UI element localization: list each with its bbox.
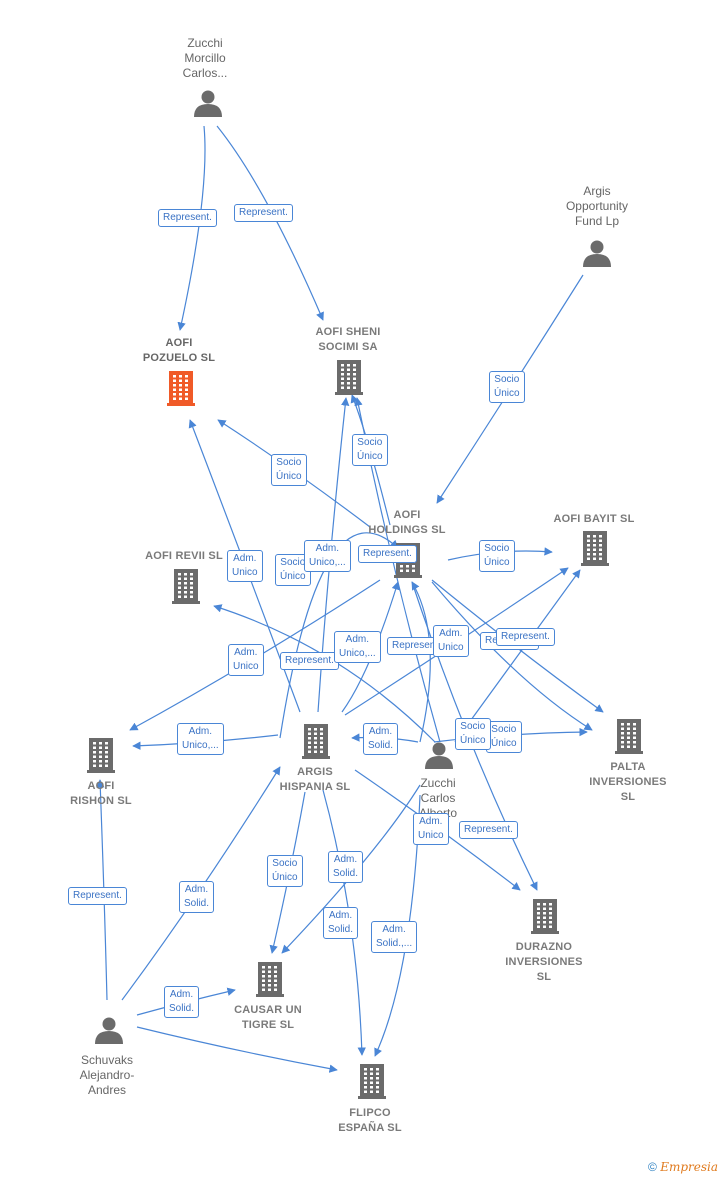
person-icon[interactable] (194, 90, 222, 118)
edge-label[interactable]: Adm.Unico,... (177, 723, 224, 755)
building-icon[interactable] (87, 738, 115, 773)
person-icon[interactable] (425, 742, 453, 770)
brand-name: Empresia (660, 1160, 718, 1174)
relation-edge (216, 125, 324, 321)
building-icon[interactable] (302, 724, 330, 759)
edge-label[interactable]: Represent. (387, 637, 446, 655)
edge-label[interactable]: Adm.Unico (413, 813, 449, 845)
relation-edge (136, 1026, 338, 1073)
edge-label[interactable]: Represent. (68, 887, 127, 905)
building-icon[interactable] (581, 531, 609, 566)
edge-label[interactable]: Adm.Unico (228, 644, 264, 676)
edge-label[interactable]: Adm.Unico (227, 550, 263, 582)
edge-label[interactable]: Adm.Solid. (323, 907, 359, 939)
relation-edge (431, 581, 593, 731)
edge-label[interactable]: Adm.Solid. (164, 986, 200, 1018)
node-label-aofi-revii[interactable]: AOFI REVII SL (145, 550, 223, 562)
edge-label[interactable]: Adm.Unico,... (334, 631, 381, 663)
building-icon[interactable] (615, 719, 643, 754)
footer-brand[interactable]: © Empresia (648, 1160, 718, 1174)
edge-label[interactable]: Represent. (496, 628, 555, 646)
edge-label[interactable]: Represent. (280, 652, 339, 670)
relation-edge (281, 784, 421, 954)
person-icon[interactable] (583, 240, 611, 268)
building-icon[interactable] (256, 962, 284, 997)
edge-label[interactable]: Represent. (459, 821, 518, 839)
edge-label[interactable]: Adm.Unico (433, 625, 469, 657)
edge-label[interactable]: Adm.Solid.,... (371, 921, 418, 953)
edge-label[interactable]: Adm.Solid. (328, 851, 364, 883)
building-icon[interactable] (172, 569, 200, 604)
edge-label[interactable]: Represent. (234, 204, 293, 222)
building-icon[interactable] (167, 371, 195, 406)
edge-label[interactable]: Adm.Unico,... (304, 540, 351, 572)
node-label-aofi-bayit[interactable]: AOFI BAYIT SL (553, 513, 635, 525)
edge-label[interactable]: Adm.Solid. (179, 881, 215, 913)
edge-label[interactable]: Represent. (358, 545, 417, 563)
person-icon[interactable] (95, 1017, 123, 1045)
relation-edge (177, 125, 206, 331)
building-icon[interactable] (335, 360, 363, 395)
building-icon[interactable] (358, 1064, 386, 1099)
relation-edge (454, 569, 581, 743)
copyright-symbol: © (648, 1160, 657, 1174)
building-icon[interactable] (531, 899, 559, 934)
edge-label[interactable]: Adm.Solid. (363, 723, 399, 755)
edge-label[interactable]: Represent. (158, 209, 217, 227)
